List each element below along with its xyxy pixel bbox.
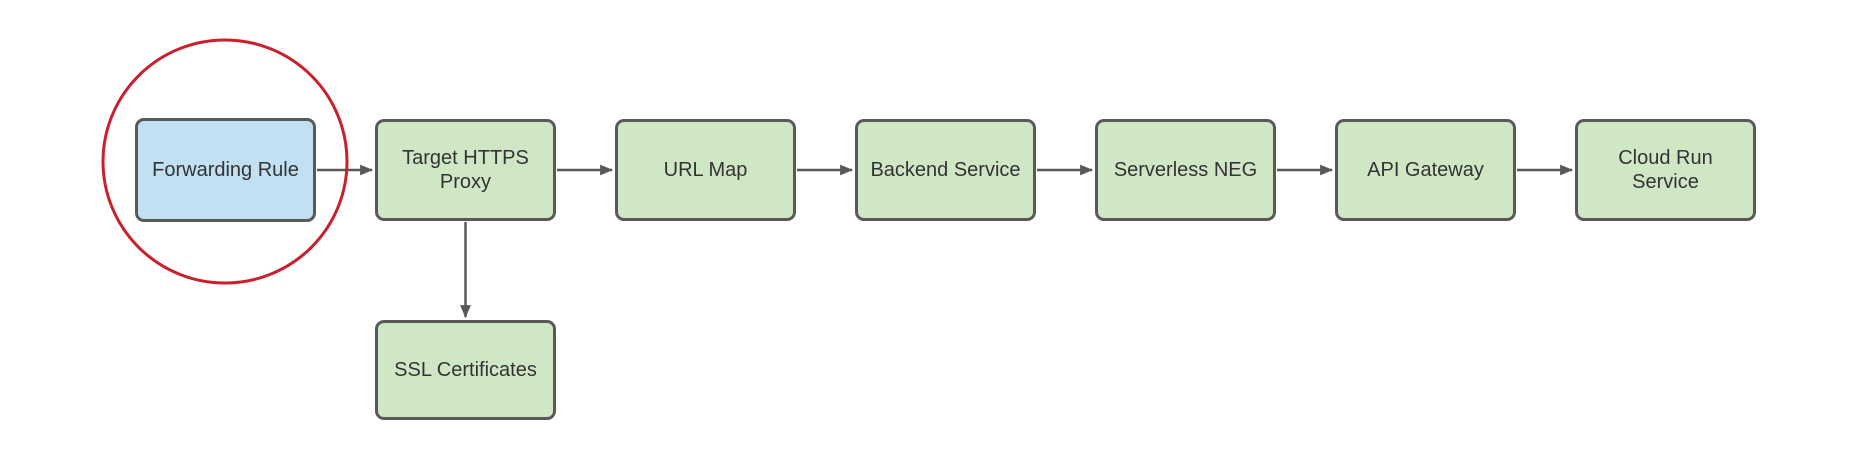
node-target-https-proxy: Target HTTPS Proxy [375, 119, 556, 221]
node-serverless-neg-label: Serverless NEG [1113, 159, 1258, 181]
node-url-map: URL Map [615, 119, 796, 221]
node-backend-service-label: Backend Service [870, 159, 1021, 181]
node-target-https-proxy-label: Target HTTPS Proxy [402, 147, 529, 193]
node-serverless-neg: Serverless NEG [1095, 119, 1276, 221]
node-api-gateway-label: API Gateway [1367, 159, 1484, 181]
node-ssl-certificates: SSL Certificates [375, 320, 556, 420]
node-backend-service: Backend Service [855, 119, 1036, 221]
node-cloud-run-service-label: Cloud Run Service [1618, 147, 1713, 193]
node-api-gateway: API Gateway [1335, 119, 1516, 221]
node-url-map-label: URL Map [663, 159, 748, 181]
node-forwarding-rule: Forwarding Rule [135, 118, 316, 222]
node-forwarding-rule-label: Forwarding Rule [152, 159, 299, 181]
node-cloud-run-service: Cloud Run Service [1575, 119, 1756, 221]
node-ssl-certificates-label: SSL Certificates [394, 359, 537, 381]
